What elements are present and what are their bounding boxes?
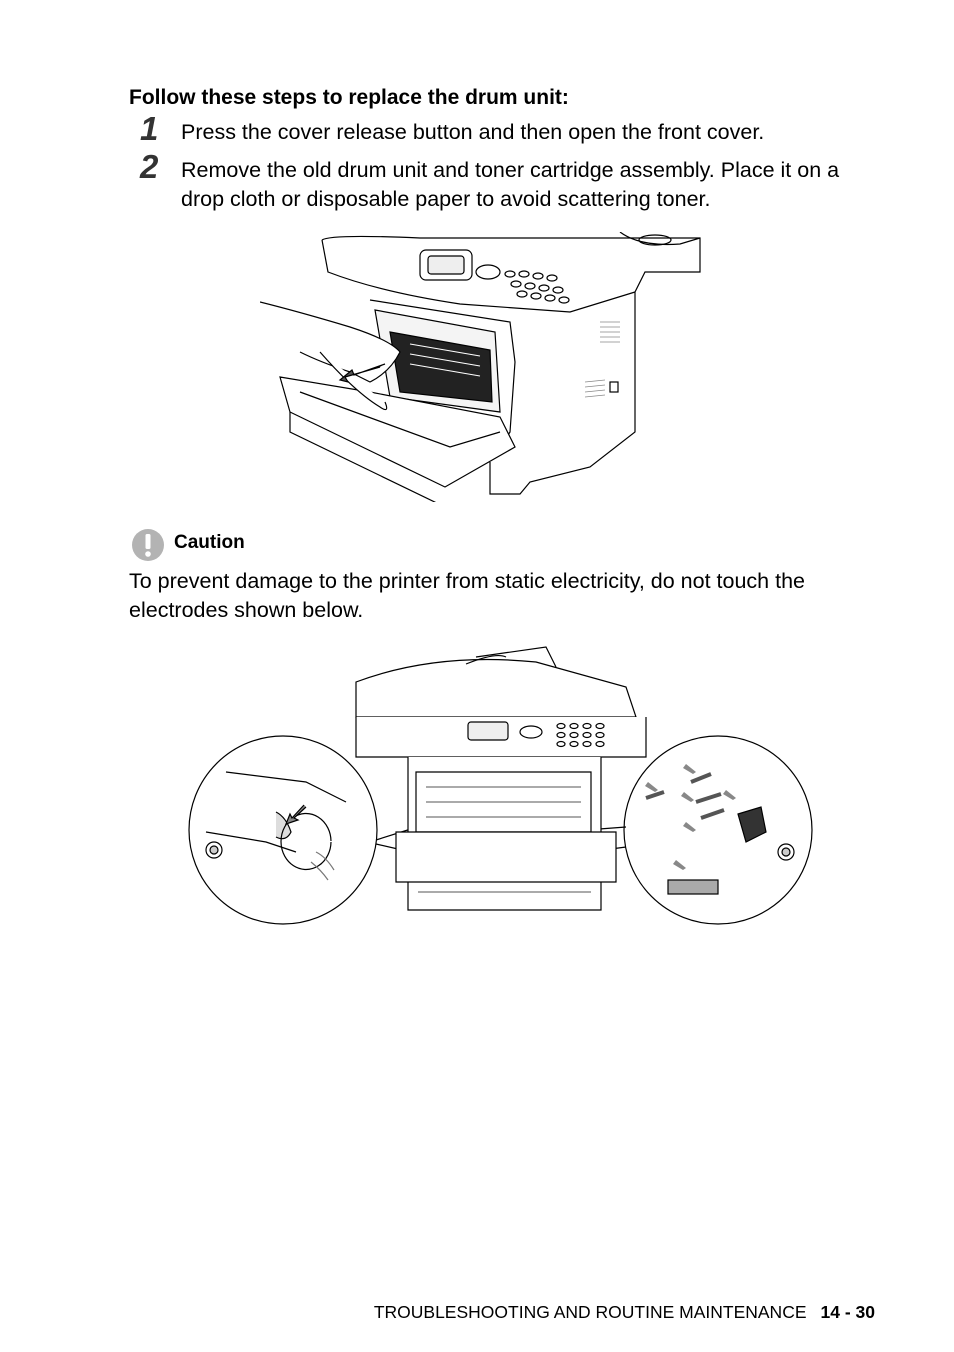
footer-section: TROUBLESHOOTING AND ROUTINE MAINTENANCE bbox=[373, 1302, 807, 1322]
electrodes-illustration bbox=[186, 642, 822, 934]
step-text: Remove the old drum unit and toner cartr… bbox=[181, 158, 840, 211]
drum-removal-illustration bbox=[260, 232, 710, 502]
page-footer: TROUBLESHOOTING AND ROUTINE MAINTENANCE 1… bbox=[374, 1300, 875, 1324]
step-number: 1 bbox=[140, 110, 159, 147]
section-heading: Follow these steps to replace the drum u… bbox=[129, 86, 569, 109]
caution-text: To prevent damage to the printer from st… bbox=[129, 569, 806, 622]
step-number: 2 bbox=[140, 148, 159, 185]
caution-label: Caution bbox=[174, 532, 245, 553]
exclamation-icon bbox=[132, 529, 164, 561]
step-text: Press the cover release button and then … bbox=[181, 120, 765, 144]
page-number: 14 - 30 bbox=[820, 1302, 875, 1322]
